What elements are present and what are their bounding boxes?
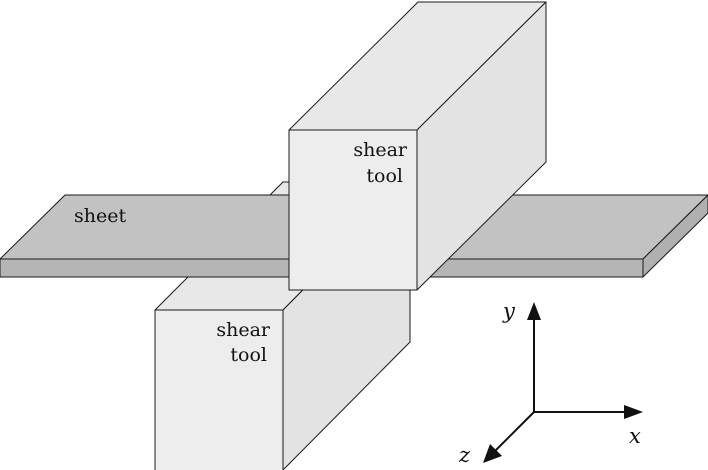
lower-tool-label-line1: shear [216, 319, 271, 341]
sheet-end-face [642, 194, 708, 278]
y-axis-label: y [502, 299, 516, 323]
y-axis-arrowhead [527, 302, 541, 320]
x-axis-label: x [629, 424, 641, 448]
z-axis-arrowhead [483, 444, 502, 463]
lower-tool-front-face [154, 309, 284, 470]
coordinate-axes: y x z [458, 299, 643, 467]
upper-tool-label-line1: shear [353, 139, 408, 161]
upper-tool-front-face [288, 129, 418, 291]
upper-tool-label-line2: tool [366, 165, 403, 187]
sheet-label: sheet [74, 205, 126, 227]
lower-tool-label-line2: tool [230, 344, 267, 366]
x-axis-arrowhead [624, 405, 643, 419]
z-axis-line [494, 411, 535, 452]
z-axis-label: z [458, 443, 471, 467]
